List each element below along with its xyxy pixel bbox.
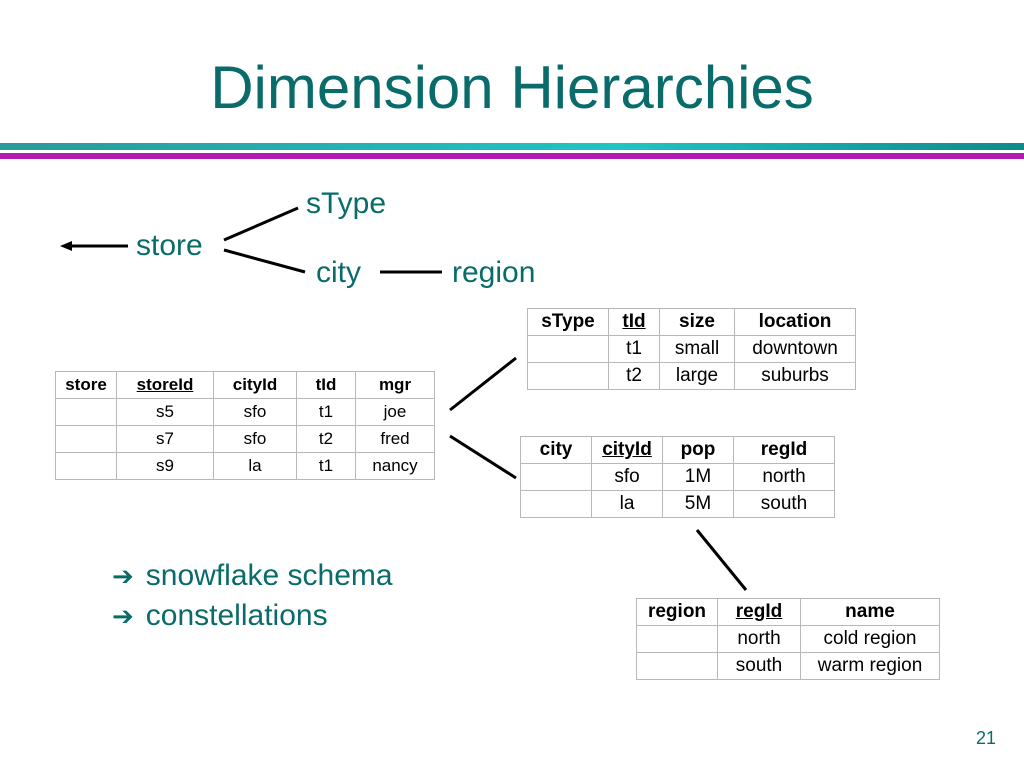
table-cell <box>527 362 609 390</box>
table-cell <box>520 463 592 491</box>
stype-table: sType tId size location t1 small downtow… <box>527 308 856 390</box>
table-cell: sfo <box>591 463 663 491</box>
table-cell <box>527 335 609 363</box>
table-cell: south <box>733 490 835 518</box>
col-header: cityId <box>213 371 297 399</box>
col-header: store <box>55 371 117 399</box>
table-cell: north <box>717 625 801 653</box>
left-arrowhead-icon <box>60 241 72 251</box>
table-cell: 5M <box>662 490 734 518</box>
col-header: regId <box>733 436 835 464</box>
table-cell: s5 <box>116 398 214 426</box>
store-table: store storeId cityId tId mgr s5 sfo t1 j… <box>55 371 435 480</box>
table-cell <box>55 452 117 480</box>
table-cell: 1M <box>662 463 734 491</box>
region-table: region regId name north cold region sout… <box>636 598 940 680</box>
table-cell: la <box>591 490 663 518</box>
node-stype: sType <box>306 187 387 220</box>
col-header: regId <box>717 598 801 626</box>
table-cell: sfo <box>213 398 297 426</box>
table-cell: downtown <box>734 335 856 363</box>
city-to-region-table-line <box>695 529 748 591</box>
table-cell: north <box>733 463 835 491</box>
table-header-row: sType tId size location <box>527 308 856 336</box>
table-row: s9 la t1 nancy <box>55 452 435 480</box>
table-cell: south <box>717 652 801 680</box>
col-header: size <box>659 308 735 336</box>
table-cell: t1 <box>296 398 356 426</box>
table-cell: large <box>659 362 735 390</box>
table-row: sfo 1M north <box>520 463 835 491</box>
col-header: pop <box>662 436 734 464</box>
divider-magenta <box>0 153 1024 159</box>
store-to-stype-table-line <box>449 356 517 412</box>
table-cell: t2 <box>608 362 660 390</box>
table-row: t2 large suburbs <box>527 362 856 390</box>
col-header: city <box>520 436 592 464</box>
bullet-item: ➔ snowflake schema <box>112 556 393 596</box>
table-cell: small <box>659 335 735 363</box>
right-arrow-icon: ➔ <box>112 601 134 631</box>
table-cell: cold region <box>800 625 940 653</box>
bullet-item: ➔ constellations <box>112 596 393 636</box>
store-to-city-line <box>223 248 306 274</box>
col-header: cityId <box>591 436 663 464</box>
col-header: name <box>800 598 940 626</box>
table-cell: warm region <box>800 652 940 680</box>
table-header-row: city cityId pop regId <box>520 436 835 464</box>
table-cell <box>55 398 117 426</box>
table-cell: t2 <box>296 425 356 453</box>
bullet-text: constellations <box>145 599 328 632</box>
table-cell <box>520 490 592 518</box>
right-arrow-icon: ➔ <box>112 561 134 591</box>
table-cell: suburbs <box>734 362 856 390</box>
node-city: city <box>316 256 361 289</box>
col-header: sType <box>527 308 609 336</box>
node-store: store <box>136 229 203 262</box>
table-cell: fred <box>355 425 435 453</box>
table-cell: t1 <box>608 335 660 363</box>
table-header-row: store storeId cityId tId mgr <box>55 371 435 399</box>
store-to-stype-line <box>223 206 299 242</box>
city-table: city cityId pop regId sfo 1M north la 5M… <box>520 436 835 518</box>
table-cell <box>55 425 117 453</box>
table-header-row: region regId name <box>636 598 940 626</box>
table-cell: t1 <box>296 452 356 480</box>
col-header: mgr <box>355 371 435 399</box>
divider-teal <box>0 143 1024 150</box>
table-row: south warm region <box>636 652 940 680</box>
bullet-list: ➔ snowflake schema ➔ constellations <box>112 556 393 636</box>
table-row: la 5M south <box>520 490 835 518</box>
table-cell <box>636 625 718 653</box>
bullet-text: snowflake schema <box>145 559 393 592</box>
store-to-city-table-line <box>449 434 517 480</box>
table-cell: sfo <box>213 425 297 453</box>
table-cell <box>636 652 718 680</box>
slide-title: Dimension Hierarchies <box>210 54 814 121</box>
col-header: tId <box>296 371 356 399</box>
col-header: location <box>734 308 856 336</box>
col-header: region <box>636 598 718 626</box>
table-cell: s7 <box>116 425 214 453</box>
table-row: s5 sfo t1 joe <box>55 398 435 426</box>
table-row: s7 sfo t2 fred <box>55 425 435 453</box>
table-row: north cold region <box>636 625 940 653</box>
table-cell: la <box>213 452 297 480</box>
col-header: storeId <box>116 371 214 399</box>
table-cell: nancy <box>355 452 435 480</box>
col-header: tId <box>608 308 660 336</box>
page-number: 21 <box>975 728 996 748</box>
table-row: t1 small downtown <box>527 335 856 363</box>
table-cell: s9 <box>116 452 214 480</box>
table-cell: joe <box>355 398 435 426</box>
node-region: region <box>452 256 536 289</box>
